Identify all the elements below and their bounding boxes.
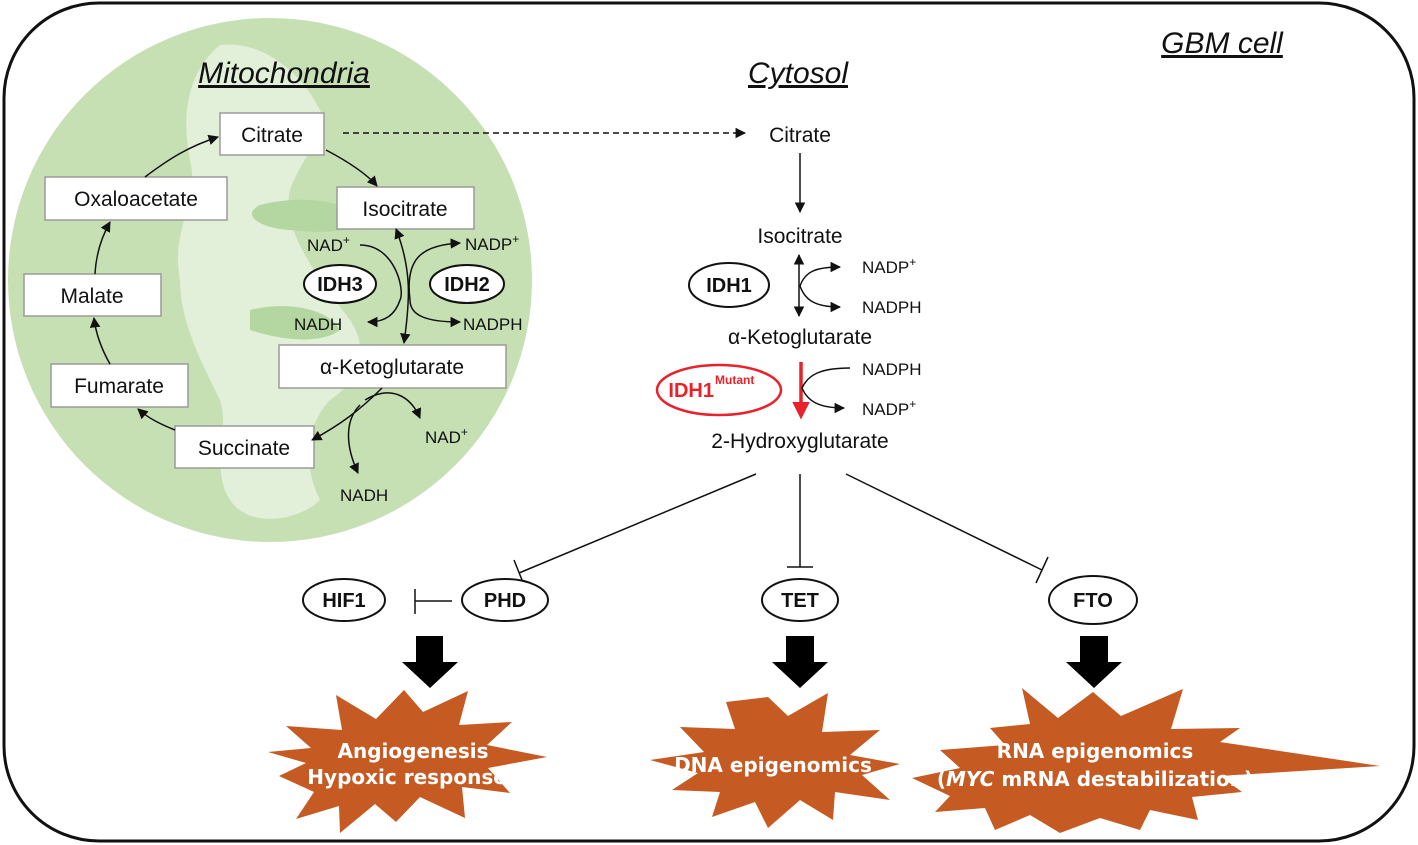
cyto-2-hydroxyglutarate: 2-Hydroxyglutarate xyxy=(711,430,888,453)
mito-citrate: Citrate xyxy=(219,112,325,156)
idh3-enzyme: IDH3 xyxy=(303,264,377,304)
svg-text:Oxaloacetate: Oxaloacetate xyxy=(74,188,198,211)
arrow-akg-nadh xyxy=(347,404,361,474)
cristae-dark xyxy=(250,306,340,340)
idh2-nadph: NADPH xyxy=(463,315,523,334)
svg-text:IDH2: IDH2 xyxy=(444,274,490,296)
burst-shape xyxy=(912,688,1380,833)
svg-text:PHD: PHD xyxy=(484,590,526,612)
svg-text:Angiogenesis: Angiogenesis xyxy=(338,739,489,763)
idh1-mutant-enzyme: IDH1 Mutant xyxy=(655,363,783,417)
svg-text:DNA epigenomics: DNA epigenomics xyxy=(674,753,872,777)
arrow-idh2-cofactor-bottom xyxy=(409,299,462,328)
svg-text:RNA epigenomics: RNA epigenomics xyxy=(997,739,1194,763)
arrow-mutant-nadp-out xyxy=(801,387,846,414)
svg-text:HIF1: HIF1 xyxy=(322,590,365,612)
arrow-isocitrate-akg xyxy=(394,228,411,345)
svg-text:TET: TET xyxy=(781,590,819,612)
mito-fumarate: Fumarate xyxy=(50,363,189,408)
svg-text:α-Ketoglutarate: α-Ketoglutarate xyxy=(320,356,464,379)
idh3-nad-plus: NAD+ xyxy=(307,233,350,255)
arrow-idh1-nadp xyxy=(799,261,842,287)
outcome-dna-epigenomics: DNA epigenomics xyxy=(650,693,900,828)
cristae-light xyxy=(177,44,361,519)
cytosol-title: Cytosol xyxy=(748,57,849,90)
inhibit-fto-line xyxy=(845,473,1043,571)
svg-text:Hypoxic responses: Hypoxic responses xyxy=(307,765,518,789)
outcome-rna-epigenomics: RNA epigenomics (MYC mRNA destabilizatio… xyxy=(912,688,1380,833)
mutant-nadp-plus: NADP+ xyxy=(862,397,916,419)
idh2-enzyme: IDH2 xyxy=(429,264,505,304)
tet-node: TET xyxy=(761,578,839,622)
mito-succinate: Succinate xyxy=(174,425,315,469)
idh1-nadph: NADPH xyxy=(862,298,922,317)
tca-cycle: Citrate Isocitrate α-Ketoglutarate Succi… xyxy=(23,112,523,505)
svg-text:IDH3: IDH3 xyxy=(317,274,363,296)
svg-text:Mutant: Mutant xyxy=(715,373,754,387)
arrow-mutant-nadph-in xyxy=(801,367,851,389)
arrow-idh3-cofactor xyxy=(359,244,402,328)
inhibition-lines xyxy=(414,473,1049,614)
arrow-citrate-to-isocitrate xyxy=(325,149,378,187)
arrow-succinate-to-fumarate xyxy=(137,408,176,431)
akg-nadh: NADH xyxy=(340,486,388,505)
arrow-fumarate-to-malate xyxy=(89,316,111,365)
idh2-nadp-plus: NADP+ xyxy=(465,232,519,254)
cyto-citrate: Citrate xyxy=(769,124,831,147)
burst-shape xyxy=(650,693,900,828)
svg-text:Isocitrate: Isocitrate xyxy=(362,198,447,221)
mitochondria-title: Mitochondria xyxy=(198,57,370,90)
cytosol: Cytosol Citrate Isocitrate NADP+ NADPH I… xyxy=(655,57,922,453)
svg-text:Fumarate: Fumarate xyxy=(74,375,164,398)
akg-nad-plus: NAD+ xyxy=(425,425,468,447)
cyto-alpha-ketoglutarate: α-Ketoglutarate xyxy=(728,326,872,349)
arrow-malate-to-oaa xyxy=(94,221,111,275)
svg-text:IDH1: IDH1 xyxy=(668,380,714,402)
inhibit-phd-line xyxy=(518,473,757,574)
svg-text:Malate: Malate xyxy=(60,285,123,308)
inhibit-fto-bar xyxy=(1035,556,1049,584)
mito-oxaloacetate: Oxaloacetate xyxy=(44,176,228,221)
svg-text:IDH1: IDH1 xyxy=(706,275,752,297)
cyto-isocitrate: Isocitrate xyxy=(757,225,842,248)
idh1-enzyme: IDH1 xyxy=(688,262,770,308)
mutant-nadph: NADPH xyxy=(862,360,922,379)
arrow-oaa-to-citrate xyxy=(144,134,219,178)
fto-node: FTO xyxy=(1048,575,1138,625)
outcome-angiogenesis: Angiogenesis Hypoxic responses xyxy=(268,690,547,833)
mito-malate: Malate xyxy=(23,273,162,317)
block-arrow-angiogenesis xyxy=(402,636,458,688)
cell-label: GBM cell xyxy=(1161,27,1284,60)
block-arrow-rna xyxy=(1066,636,1122,688)
svg-text:Citrate: Citrate xyxy=(241,124,303,147)
arrow-idh2-cofactor-top xyxy=(408,238,462,301)
cristae-dark xyxy=(251,199,362,232)
rna-outcome-line2: (MYC mRNA destabilization) xyxy=(937,767,1253,791)
phd-node: PHD xyxy=(461,578,549,622)
block-arrow-dna xyxy=(772,636,828,688)
idh1-nadp-plus: NADP+ xyxy=(862,255,916,277)
hif1-node: HIF1 xyxy=(302,578,386,622)
arrow-akg-nad xyxy=(364,392,422,419)
svg-text:Succinate: Succinate xyxy=(198,437,290,460)
mito-alpha-ketoglutarate: α-Ketoglutarate xyxy=(278,344,507,389)
svg-text:FTO: FTO xyxy=(1073,590,1113,612)
mito-isocitrate: Isocitrate xyxy=(336,186,475,230)
arrow-idh1-nadph xyxy=(799,285,842,313)
burst-shape xyxy=(268,690,547,833)
idh3-nadh: NADH xyxy=(294,315,342,334)
